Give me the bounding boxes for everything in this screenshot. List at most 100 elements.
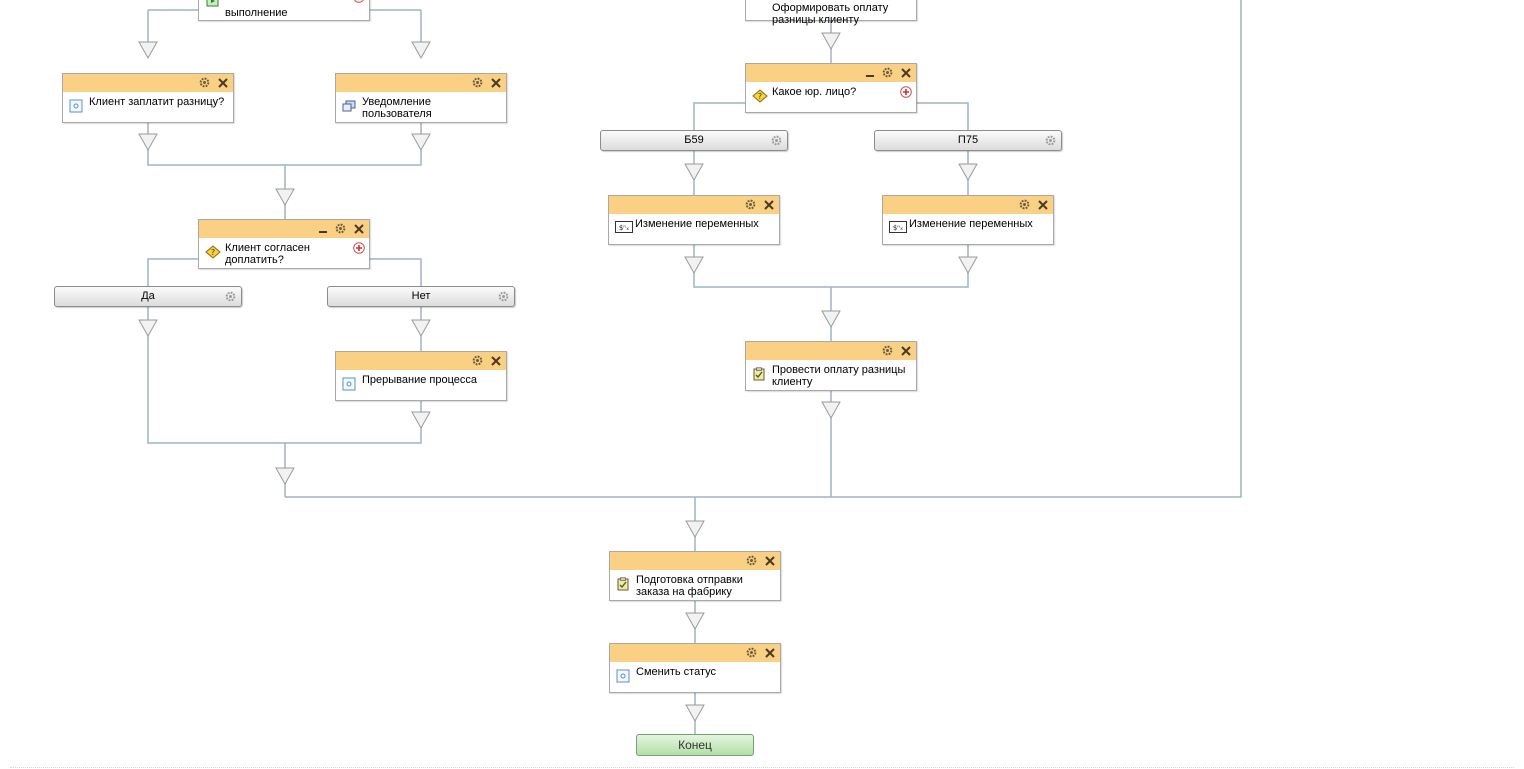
- activity-client-agrees[interactable]: ?Клиент согласен доплатить?: [198, 219, 370, 269]
- flow-arrow: [685, 704, 705, 723]
- flow-arrow: [411, 411, 431, 430]
- decision-icon: ?: [205, 245, 221, 259]
- activity-body: Прерывание процесса: [336, 370, 506, 391]
- gear-icon[interactable]: [471, 76, 484, 89]
- activity-interrupt[interactable]: Прерывание процесса: [335, 351, 507, 401]
- connector-line: [147, 258, 198, 286]
- flow-arrow: [821, 310, 841, 329]
- close-icon[interactable]: [216, 76, 229, 89]
- activity-label: Изменение переменных: [635, 218, 759, 230]
- activity-header[interactable]: [609, 196, 779, 214]
- activity-change-status[interactable]: Сменить статус: [609, 643, 781, 693]
- connector-line: [370, 258, 422, 286]
- end-node[interactable]: Конец: [636, 734, 754, 756]
- notification-icon: [342, 99, 356, 113]
- activity-header[interactable]: [610, 552, 780, 570]
- activity-body: ?Клиент согласен доплатить?: [199, 238, 369, 266]
- activity-legal-entity[interactable]: ?Какое юр. лицо?: [745, 63, 917, 113]
- decision-icon: ?: [752, 89, 768, 103]
- activity-header[interactable]: [63, 74, 233, 92]
- activity-oplata-top[interactable]: Оформировать оплату разницы клиенту: [745, 0, 917, 26]
- close-icon[interactable]: [763, 554, 776, 567]
- close-icon[interactable]: [352, 222, 365, 235]
- branch-b59[interactable]: Б59: [600, 130, 788, 151]
- activity-body: Уведомление пользователя: [336, 92, 506, 120]
- close-icon[interactable]: [763, 646, 776, 659]
- end-label: Конец: [678, 738, 712, 752]
- activity-header[interactable]: [199, 220, 369, 238]
- activity-toolbar: [1018, 198, 1049, 211]
- activity-label: Прерывание процесса: [362, 374, 478, 386]
- clipboard-icon: [752, 367, 766, 381]
- activity-toolbar: [316, 222, 365, 235]
- close-icon[interactable]: [489, 354, 502, 367]
- activity-header[interactable]: [746, 342, 916, 360]
- flow-arrow: [821, 401, 841, 420]
- close-icon[interactable]: [899, 66, 912, 79]
- script-icon: [342, 377, 356, 391]
- activity-client-pays[interactable]: Клиент заплатит разницу?: [62, 73, 234, 123]
- close-icon[interactable]: [1036, 198, 1049, 211]
- activity-header[interactable]: [336, 352, 506, 370]
- close-icon[interactable]: [489, 76, 502, 89]
- activity-header[interactable]: [746, 64, 916, 82]
- gear-icon[interactable]: [881, 66, 894, 79]
- activity-pay-diff[interactable]: Провести оплату разницы клиенту: [745, 341, 917, 391]
- minimize-icon[interactable]: [316, 222, 329, 235]
- activity-header[interactable]: [336, 74, 506, 92]
- gear-icon[interactable]: [471, 354, 484, 367]
- activity-toolbar: [471, 76, 502, 89]
- activity-header[interactable]: [610, 644, 780, 662]
- gear-icon[interactable]: [745, 554, 758, 567]
- activity-vypolnenie[interactable]: выполнение: [198, 0, 370, 21]
- activity-label: Сменить статус: [636, 666, 716, 678]
- branch-label: Нет: [411, 290, 431, 302]
- flow-arrow: [411, 133, 431, 152]
- activity-label: Подготовка отправки заказа на фабрику: [636, 574, 743, 598]
- gear-icon[interactable]: [881, 344, 894, 357]
- minimize-icon[interactable]: [863, 66, 876, 79]
- activity-label: Клиент заплатит разницу?: [89, 96, 225, 108]
- activity-label: выполнение: [225, 7, 288, 19]
- svg-text:$ⁿₓ: $ⁿₓ: [893, 224, 903, 232]
- activity-toolbar: [471, 354, 502, 367]
- gear-icon[interactable]: [745, 646, 758, 659]
- gear-icon[interactable]: [1045, 134, 1056, 146]
- add-branch-icon[interactable]: [353, 0, 365, 3]
- add-branch-icon[interactable]: [900, 86, 912, 98]
- activity-notify[interactable]: Уведомление пользователя: [335, 73, 507, 123]
- activity-toolbar: [881, 344, 912, 357]
- flow-arrow: [684, 256, 704, 275]
- branch-no[interactable]: Нет: [327, 286, 515, 307]
- flow-arrow: [684, 163, 704, 182]
- branch-p75[interactable]: П75: [874, 130, 1062, 151]
- close-icon[interactable]: [762, 198, 775, 211]
- script-icon: [616, 669, 630, 683]
- connector-line: [285, 0, 1242, 498]
- clipboard-icon: [616, 577, 630, 591]
- gear-icon[interactable]: [498, 290, 509, 302]
- gear-icon[interactable]: [1018, 198, 1031, 211]
- branch-yes[interactable]: Да: [54, 286, 242, 307]
- branch-label: Да: [141, 290, 155, 302]
- branch-label: Б59: [684, 134, 704, 146]
- gear-icon[interactable]: [198, 76, 211, 89]
- add-branch-icon[interactable]: [353, 242, 365, 254]
- close-icon[interactable]: [899, 344, 912, 357]
- gear-icon[interactable]: [334, 222, 347, 235]
- activity-label: Оформировать оплату разницы клиенту: [772, 2, 889, 26]
- variables-icon: $ⁿₓ: [889, 221, 907, 235]
- flow-arrow: [275, 467, 295, 486]
- gear-icon[interactable]: [225, 290, 236, 302]
- gear-icon[interactable]: [744, 198, 757, 211]
- flow-arrow: [275, 188, 295, 207]
- activity-header[interactable]: [883, 196, 1053, 214]
- activity-prepare-order[interactable]: Подготовка отправки заказа на фабрику: [609, 551, 781, 601]
- activity-toolbar: [745, 646, 776, 659]
- gear-icon[interactable]: [771, 134, 782, 146]
